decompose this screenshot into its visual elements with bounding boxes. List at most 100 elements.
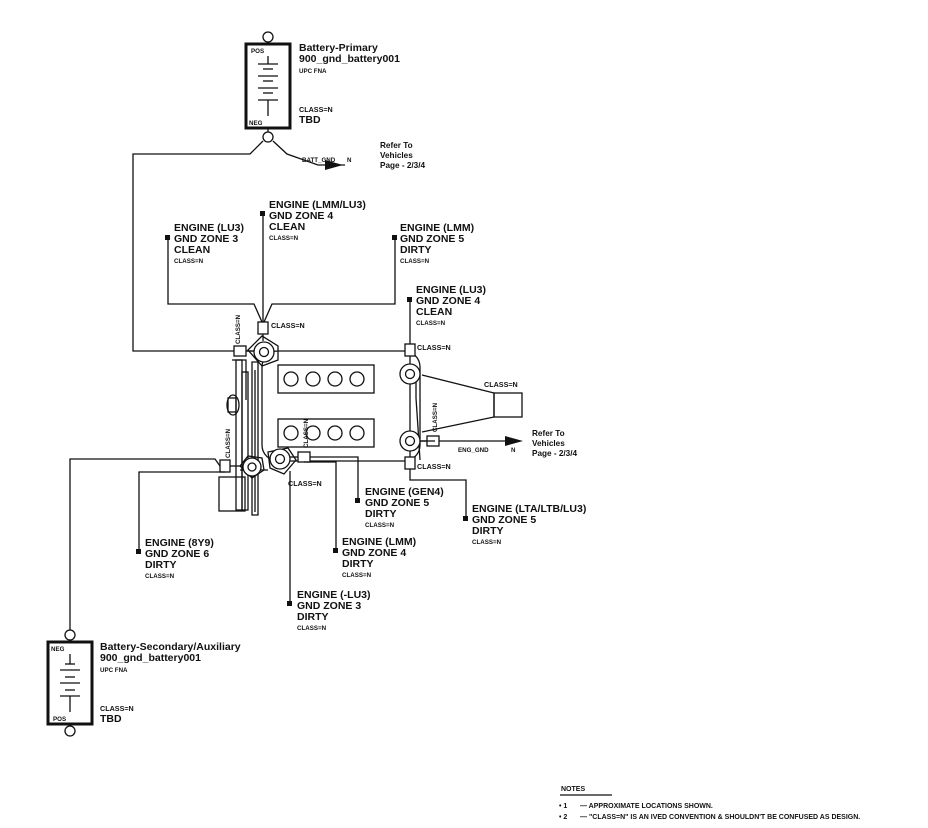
note-text: — APPROXIMATE LOCATIONS SHOWN. [580,803,713,810]
terminal-label-top-center: CLASS=N [271,321,305,330]
ground-label-line: ENGINE (LMM/LU3) [269,199,366,211]
terminal-label-bottom-center: CLASS=N [288,479,322,488]
terminal-label-right-lower: CLASS=N [417,462,451,471]
ground-label-line: CLASS=N [269,235,299,242]
battery-primary-pos-terminal [262,31,274,43]
ground-label-line: GND ZONE 5 [400,233,464,245]
ground-stud-lower-left[interactable] [219,455,265,479]
ground-wires [69,214,467,630]
batt-gnd-signal: BATT_GND [302,157,336,164]
batt-gnd-reference[interactable]: Refer To Vehicles Page - 2/3/4 [380,141,426,170]
ground-label-line: CLASS=N [342,572,372,579]
ground-label-line: ENGINE (-LU3) [297,589,371,601]
batt-gnd-pin: N [347,157,352,164]
notes-block: NOTES • 1 — APPROXIMATE LOCATIONS SHOWN.… [559,786,860,821]
ground-marker-icon [287,601,292,606]
eng-gnd-reference[interactable]: Refer To Vehicles Page - 2/3/4 [532,429,578,458]
batt-gnd-ref-line2: Vehicles [380,151,413,160]
ground-label-line: DIRTY [472,525,504,537]
battery-secondary-codes: UPC FNA [100,667,128,674]
ground-label-line: CLASS=N [400,258,430,265]
ground-label-line: DIRTY [145,559,177,571]
ground-label-line: ENGINE (8Y9) [145,537,214,549]
eng-gnd-ref-line3: Page - 2/3/4 [532,449,578,458]
ground-label-line: DIRTY [400,244,432,256]
note-text: — "CLASS=N" IS AN IVED CONVENTION & SHOU… [580,814,860,821]
battery-primary-part: 900_gnd_battery001 [299,53,400,65]
battery-primary-class: CLASS=N [299,105,333,114]
ground-label-lmm-lu3-zone4[interactable]: ENGINE (LMM/LU3) GND ZONE 4 CLEAN CLASS=… [260,199,366,242]
ground-label-lta-ltb-lu3-zone5[interactable]: ENGINE (LTA/LTB/LU3) GND ZONE 5 DIRTY CL… [463,503,586,546]
ground-label-line: ENGINE (LU3) [416,284,486,296]
battery-primary-cell-symbol [258,56,278,116]
cylinder-bank-lower [277,418,375,448]
batt-gnd-arrow-icon [325,160,343,170]
ground-label-line: ENGINE (LU3) [174,222,244,234]
battery-secondary-neg-terminal [64,629,76,641]
ground-marker-icon [392,235,397,240]
ground-label-8y9-zone6[interactable]: ENGINE (8Y9) GND ZONE 6 DIRTY CLASS=N [136,537,214,580]
ground-marker-icon [463,516,468,521]
note-number: • 1 [559,803,567,810]
ground-label-line: ENGINE (LMM) [400,222,474,234]
ground-label-line: ENGINE (LMM) [342,536,416,548]
terminal-label-right-bracket: CLASS=N [484,380,518,389]
ground-label-line: DIRTY [297,611,329,623]
ground-label-lu3-zone4[interactable]: ENGINE (LU3) GND ZONE 4 CLEAN CLASS=N [407,284,486,327]
terminal-left [233,345,247,357]
ground-label-line: GND ZONE 3 [174,233,238,245]
ground-label-line: CLASS=N [416,320,446,327]
battery-secondary-part: 900_gnd_battery001 [100,652,201,664]
eng-gnd-signal: ENG_GND [458,447,489,454]
ground-label-line: GND ZONE 3 [297,600,361,612]
eng-gnd-wiring [439,436,523,446]
terminal-label-lower-left-vertical: CLASS=N [225,428,232,458]
ground-label-line: CLEAN [416,306,452,318]
ground-label-line: GND ZONE 4 [342,547,406,559]
ground-marker-icon [260,211,265,216]
battery-secondary-neg-label: NEG [51,646,65,653]
ground-label-line: CLASS=N [297,625,327,632]
ground-label-line: DIRTY [365,508,397,520]
battery-secondary-pos-terminal [64,725,76,737]
battery-primary-pos-label: POS [251,48,264,55]
cylinder-bank-upper [277,364,375,394]
ground-stud-lower-center[interactable] [267,447,311,475]
battery-primary[interactable]: POS NEG Battery-Primary 900_gnd_battery0… [244,31,400,143]
ground-label-line: GND ZONE 6 [145,548,209,560]
ground-label-lmm-zone4[interactable]: ENGINE (LMM) GND ZONE 4 DIRTY CLASS=N [333,536,416,579]
ground-label-not-lu3-zone3[interactable]: ENGINE (-LU3) GND ZONE 3 DIRTY CLASS=N [287,589,371,632]
ground-label-line: CLASS=N [472,539,502,546]
ground-label-line: CLEAN [269,221,305,233]
battery-primary-name: Battery-Primary [299,42,378,54]
battery-primary-codes: UPC FNA [299,68,327,75]
battery-secondary-tbd: TBD [100,713,122,725]
ground-label-lu3-zone3[interactable]: ENGINE (LU3) GND ZONE 3 CLEAN CLASS=N [165,222,244,265]
ground-label-line: ENGINE (GEN4) [365,486,444,498]
ground-label-line: GND ZONE 5 [365,497,429,509]
ground-label-lmm-zone5[interactable]: ENGINE (LMM) GND ZONE 5 DIRTY CLASS=N [392,222,474,265]
ground-label-line: ENGINE (LTA/LTB/LU3) [472,503,586,515]
ground-label-line: CLASS=N [174,258,204,265]
battery-secondary-class: CLASS=N [100,704,134,713]
batt-gnd-wiring [132,140,345,352]
batt-gnd-ref-line3: Page - 2/3/4 [380,161,426,170]
alternator-body [218,476,246,512]
ground-marker-icon [355,498,360,503]
ground-marker-icon [165,235,170,240]
ground-label-line: DIRTY [342,558,374,570]
terminal-label-right-upper: CLASS=N [417,343,451,352]
ground-label-gen4-zone5[interactable]: ENGINE (GEN4) GND ZONE 5 DIRTY CLASS=N [355,486,444,529]
ground-label-line: GND ZONE 4 [416,295,480,307]
eng-gnd-arrow-icon [505,436,523,446]
ground-label-line: CLEAN [174,244,210,256]
batt-gnd-ref-line1: Refer To [380,141,413,150]
ground-label-line: CLASS=N [145,573,175,580]
battery-secondary[interactable]: NEG POS Battery-Secondary/Auxiliary 900_… [46,629,241,737]
battery-secondary-pos-label: POS [53,716,66,723]
battery-primary-neg-terminal [262,131,274,143]
ground-label-line: CLASS=N [365,522,395,529]
ground-stud-upper-left[interactable] [247,335,279,367]
ground-label-line: GND ZONE 4 [269,210,333,222]
